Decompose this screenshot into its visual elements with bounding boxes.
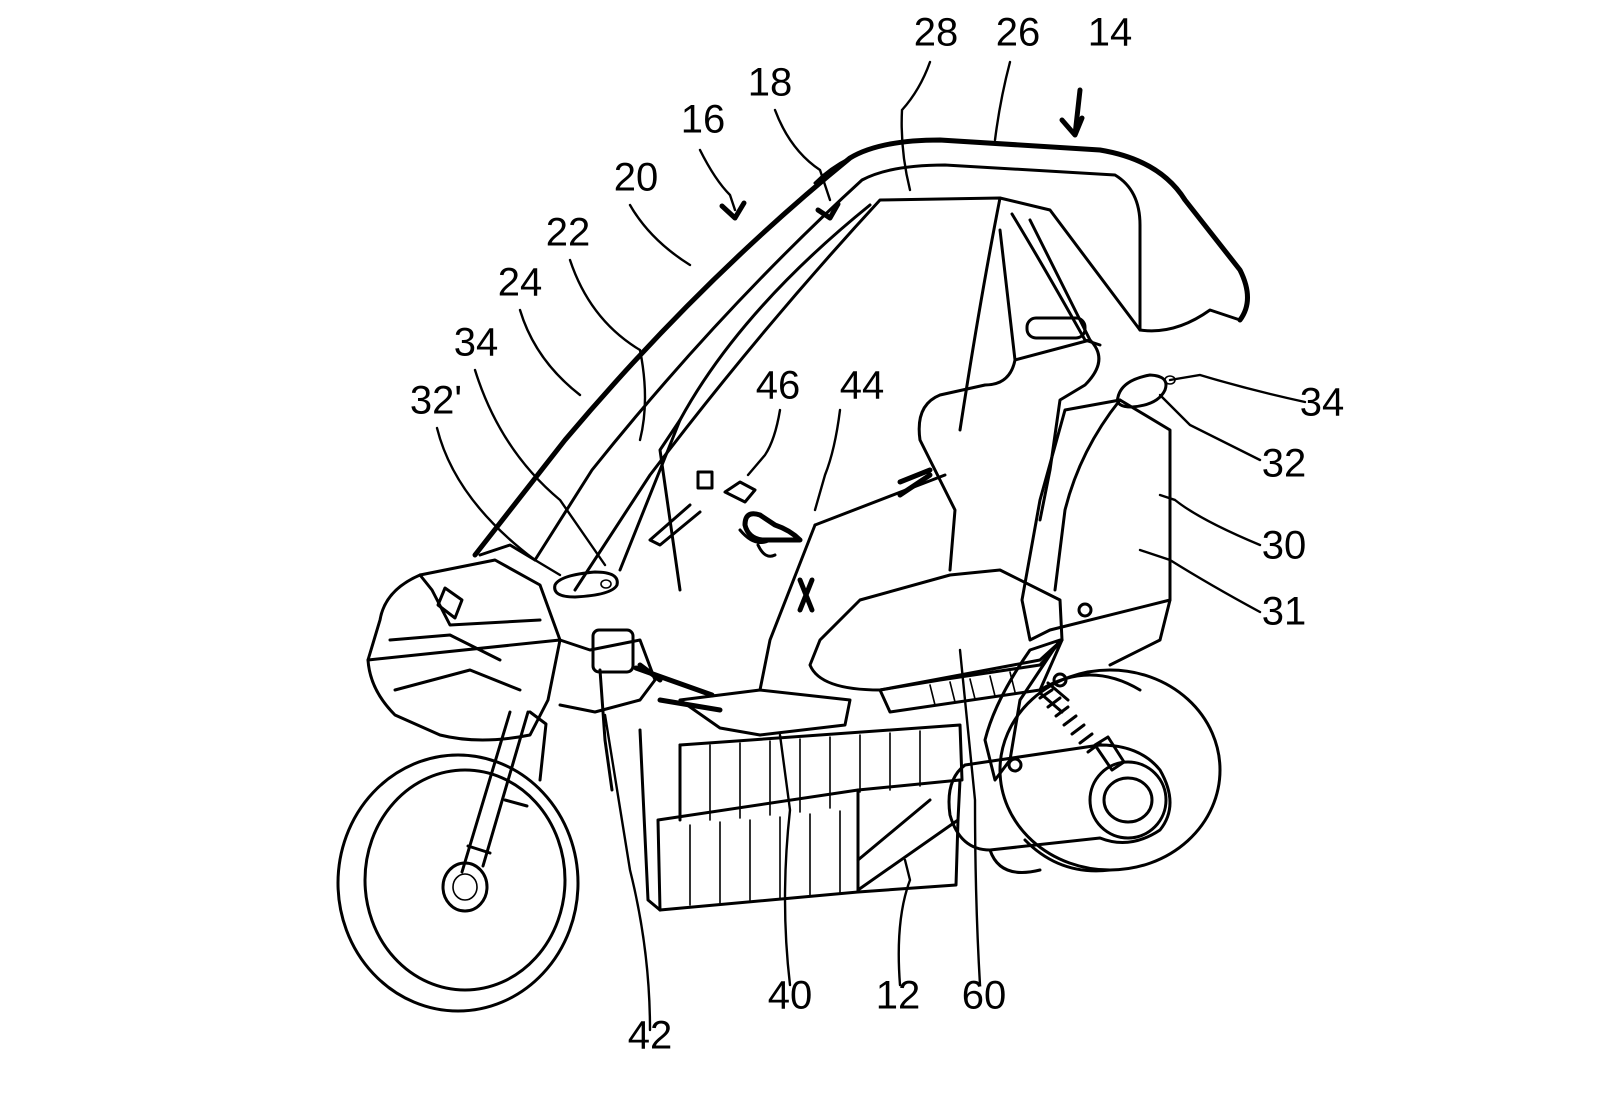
ref-24: 24 <box>498 261 543 305</box>
seat-backrest <box>917 218 1101 572</box>
ref-32: 32 <box>1262 442 1307 486</box>
floor-and-controls <box>633 467 947 737</box>
front-fork <box>460 710 548 874</box>
ref-40: 40 <box>768 974 813 1018</box>
ref-18: 18 <box>748 61 793 105</box>
front-wheel <box>336 753 580 1013</box>
ref-60: 60 <box>962 974 1007 1018</box>
ref-44: 44 <box>840 364 885 408</box>
ref-28: 28 <box>914 11 959 55</box>
ref-34-rear: 34 <box>1300 381 1345 425</box>
rear-body-panel <box>983 398 1172 782</box>
leader-lines <box>435 60 1307 1032</box>
ref-42: 42 <box>628 1014 673 1058</box>
ref-20: 20 <box>614 156 659 200</box>
canopy <box>472 137 1250 592</box>
reference-numerals: 28 26 14 18 16 20 22 24 34 32' 46 44 34 … <box>410 11 1344 1058</box>
ref-46: 46 <box>756 364 801 408</box>
ref-34-front: 34 <box>454 321 499 365</box>
rear-shock-absorber <box>1038 681 1126 772</box>
ref-12: 12 <box>876 974 921 1018</box>
ref-30: 30 <box>1262 524 1307 568</box>
ref-22: 22 <box>546 211 591 255</box>
ref-16: 16 <box>681 98 726 142</box>
ref-32-prime: 32' <box>410 379 462 423</box>
ref-26: 26 <box>996 11 1041 55</box>
ref-31: 31 <box>1262 590 1307 634</box>
underbody-battery <box>638 723 964 912</box>
front-body <box>366 558 657 792</box>
swing-arm <box>947 743 1172 874</box>
ref-14: 14 <box>1088 11 1133 55</box>
